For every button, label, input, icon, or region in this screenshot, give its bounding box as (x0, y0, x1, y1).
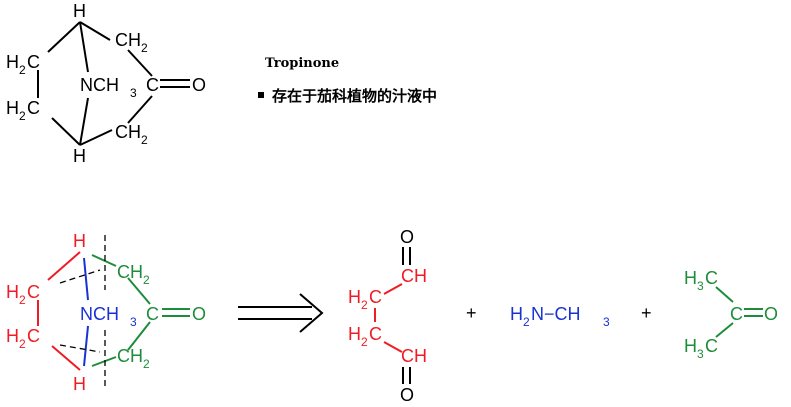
aldehyde-ch-top: CH (401, 266, 427, 286)
succ-h2c-bottom: H 2 C (348, 324, 382, 349)
svg-text:C: C (369, 324, 382, 344)
compound-note: 存在于茄科植物的汁液中 (272, 87, 437, 105)
svg-text:H: H (6, 98, 19, 118)
svg-text:2: 2 (523, 315, 530, 329)
svg-text:C: C (27, 326, 40, 346)
compound-name: Tropinone (265, 56, 339, 71)
plus-sign-2: + (641, 303, 652, 323)
svg-text:2: 2 (143, 273, 150, 287)
svg-text:3: 3 (130, 86, 137, 100)
acetone-structure: H 3 C C O H 3 C (684, 268, 778, 361)
acetone-h3c-bottom: H 3 C (684, 336, 718, 361)
green-carbonyl-oxygen: O (192, 304, 206, 324)
svg-text:C: C (27, 98, 40, 118)
red-h2c-bottom: H 2 C (6, 326, 40, 351)
aldehyde-o-top: O (400, 227, 414, 247)
svg-text:NCH: NCH (80, 304, 119, 324)
svg-text:N−CH: N−CH (531, 304, 581, 324)
svg-text:3: 3 (697, 347, 704, 361)
svg-text:C: C (27, 52, 40, 72)
svg-text:2: 2 (19, 337, 26, 351)
red-h2c-top: H 2 C (6, 282, 40, 307)
svg-text:C: C (705, 336, 718, 356)
svg-text:2: 2 (19, 109, 26, 123)
blue-n-methyl: NCH 3 (80, 304, 137, 329)
bridgehead-h-bottom: H (73, 146, 86, 166)
acetone-h3c-top: H 3 C (684, 268, 718, 293)
plus-sign-1: + (466, 303, 477, 323)
green-ch2-bottom: CH 2 (117, 346, 150, 371)
svg-text:2: 2 (361, 298, 368, 312)
svg-text:H: H (6, 52, 19, 72)
ch2-bottom-right: CH 2 (115, 122, 148, 147)
succinaldehyde-structure: O CH H 2 C H 2 C CH O (348, 227, 427, 405)
green-carbonyl-carbon: C (146, 304, 159, 324)
n-methyl: NCH 3 C (80, 75, 159, 100)
acetone-oxygen: O (764, 304, 778, 324)
svg-text:C: C (146, 75, 159, 95)
retrosynthesis-arrow-icon (238, 293, 324, 333)
svg-text:NCH: NCH (80, 75, 119, 95)
svg-text:CH: CH (117, 346, 143, 366)
svg-text:C: C (705, 268, 718, 288)
red-h-bottom: H (73, 374, 86, 394)
aldehyde-ch-bottom: CH (401, 346, 427, 366)
aldehyde-o-bottom: O (400, 385, 414, 405)
svg-text:CH: CH (115, 122, 141, 142)
svg-text:3: 3 (603, 315, 610, 329)
tropinone-structure: H H CH 2 CH 2 H 2 C H 2 C NCH 3 C O (6, 1, 206, 166)
red-h-top: H (73, 231, 86, 251)
svg-text:H: H (6, 282, 19, 302)
svg-text:3: 3 (130, 315, 137, 329)
svg-text:H: H (348, 324, 361, 344)
h2c-bottom-left: H 2 C (6, 98, 40, 123)
svg-text:C: C (369, 287, 382, 307)
acetone-carbonyl-carbon: C (730, 304, 743, 324)
bullet-icon (258, 92, 264, 98)
ch2-top-right: CH 2 (115, 30, 148, 55)
svg-text:H: H (684, 336, 697, 356)
tropinone-disconnection-structure: H H H 2 C H 2 C CH 2 CH 2 NCH 3 C O (6, 231, 206, 394)
svg-text:3: 3 (697, 279, 704, 293)
svg-text:C: C (27, 282, 40, 302)
svg-text:H: H (348, 287, 361, 307)
svg-text:2: 2 (19, 63, 26, 77)
svg-text:H: H (684, 268, 697, 288)
svg-text:2: 2 (361, 335, 368, 349)
svg-text:2: 2 (141, 41, 148, 55)
methylamine-structure: H 2 N−CH 3 (510, 304, 610, 329)
svg-text:2: 2 (141, 133, 148, 147)
h2c-top-left: H 2 C (6, 52, 40, 77)
svg-text:2: 2 (19, 293, 26, 307)
svg-text:CH: CH (115, 30, 141, 50)
green-ch2-top: CH 2 (117, 262, 150, 287)
svg-text:CH: CH (117, 262, 143, 282)
bridgehead-h-top: H (73, 1, 86, 21)
svg-text:2: 2 (143, 357, 150, 371)
succ-h2c-top: H 2 C (348, 287, 382, 312)
carbonyl-oxygen: O (192, 75, 206, 95)
svg-text:H: H (510, 304, 523, 324)
svg-text:H: H (6, 326, 19, 346)
